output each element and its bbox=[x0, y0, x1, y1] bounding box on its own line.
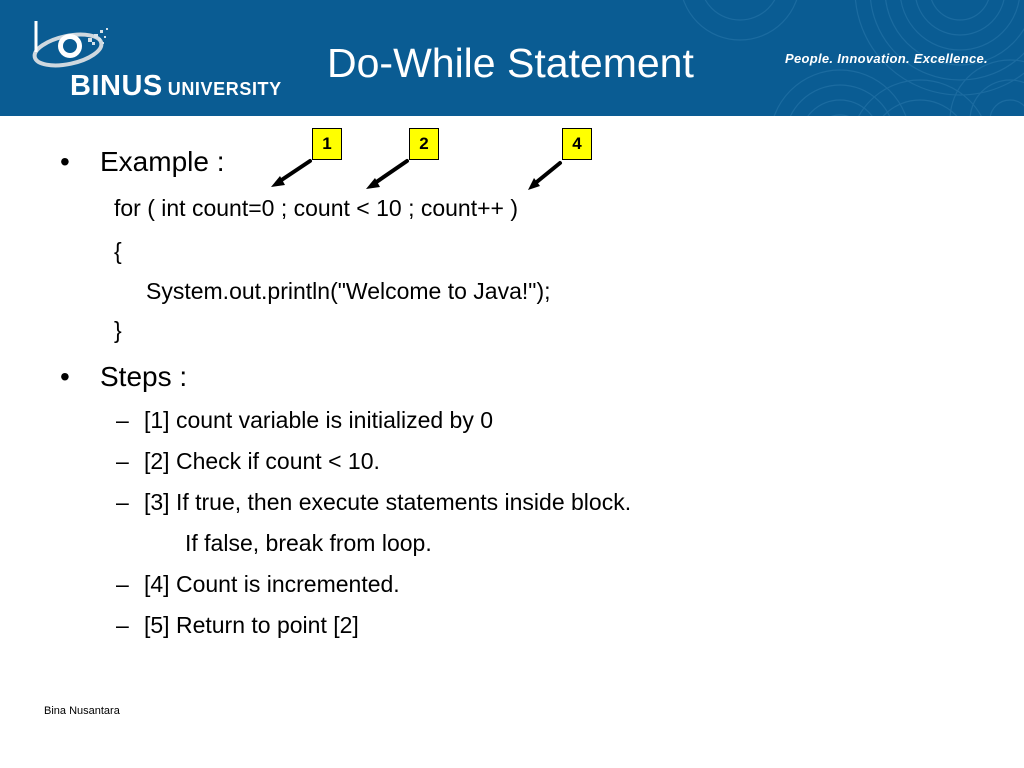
steps-label: Steps : bbox=[100, 361, 188, 392]
step-3: [3] If true, then execute statements ins… bbox=[144, 489, 632, 515]
step-1: [1] count variable is initialized by 0 bbox=[144, 407, 494, 433]
step-2: [2] Check if count < 10. bbox=[144, 448, 380, 474]
code-line-1: for ( int count=0 ; count < 10 ; count++… bbox=[114, 195, 519, 221]
arrow-2 bbox=[370, 159, 409, 187]
arrow-4 bbox=[531, 161, 562, 187]
step-5: [5] Return to point [2] bbox=[144, 612, 359, 638]
code-line-4: } bbox=[114, 317, 122, 343]
arrow-1 bbox=[275, 159, 312, 185]
dash-5: – bbox=[116, 612, 129, 638]
callout-badge-2: 2 bbox=[409, 128, 439, 160]
logo-suffix: UNIVERSITY bbox=[167, 79, 282, 99]
decorative-arcs bbox=[682, 0, 1024, 116]
globe-icon bbox=[32, 21, 108, 68]
step-4: [4] Count is incremented. bbox=[144, 571, 400, 597]
tagline: People. Innovation. Excellence. bbox=[785, 51, 988, 66]
step-3-continued: If false, break from loop. bbox=[185, 530, 432, 556]
dash-3: – bbox=[116, 489, 129, 515]
dash-4: – bbox=[116, 571, 129, 597]
logo-brand: BINUS bbox=[70, 70, 163, 102]
footer-text: Bina Nusantara bbox=[44, 705, 120, 717]
example-label: Example : bbox=[100, 146, 225, 177]
slide-title: Do-While Statement bbox=[327, 40, 694, 86]
dash-1: – bbox=[116, 407, 129, 433]
code-line-3: System.out.println("Welcome to Java!"); bbox=[146, 278, 551, 304]
callout-badge-1: 1 bbox=[312, 128, 342, 160]
bullet-example: • bbox=[60, 146, 70, 177]
bullet-steps: • bbox=[60, 361, 70, 392]
callout-badge-4: 4 bbox=[562, 128, 592, 160]
dash-2: – bbox=[116, 448, 129, 474]
code-line-2: { bbox=[114, 238, 122, 264]
